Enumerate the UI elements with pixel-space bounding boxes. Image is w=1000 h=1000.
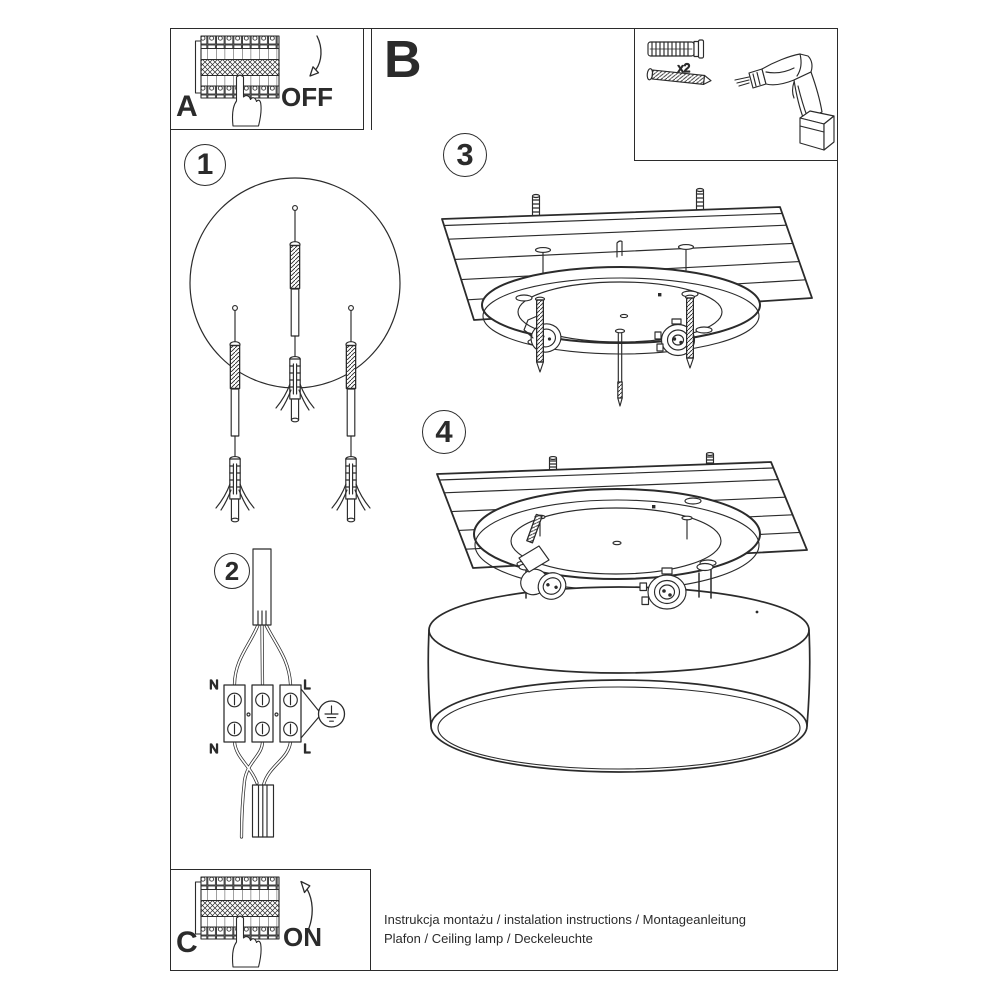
step-2-wiring-drawing: N L N L [209,548,346,839]
step-4-badge: 4 [422,410,466,454]
tools-icons: x2 [646,39,835,151]
socket-screw [526,513,543,544]
breaker-panel-off-icon [194,35,280,127]
lamp-base-canopy [481,266,761,355]
step-3-badge: 3 [443,133,487,177]
wiring-label-l-bottom: L [303,741,310,756]
footer-text: Instrukcja montażu / instalation instruc… [384,911,746,948]
panel-c-label: C [176,926,198,959]
panel-b-divider [371,28,372,130]
plug-count-label: x2 [678,61,691,75]
step-2-badge: 2 [214,553,250,589]
bulb-socket-right [639,567,687,610]
pointing-hand-icon [231,915,262,968]
wall-plug-icon [647,39,705,59]
lamp-base-canopy [473,488,761,591]
fixing-pins [534,240,695,274]
page-frame [170,28,838,971]
breaker-panel-on-icon [194,876,280,968]
step-1-drawing [189,177,401,523]
tools-box [634,28,838,161]
panel-a-box [170,28,364,130]
footer-line-1: Instrukcja montażu / instalation instruc… [384,912,747,927]
breaker-off-state: OFF [281,82,333,112]
step-4-drawing [427,452,811,773]
terminal-block [223,684,302,743]
pointing-hand-icon [231,74,262,127]
lamp-shade [427,586,811,773]
socket-bracket [518,545,550,573]
mounting-screws [534,294,696,407]
wiring-label-l-top: L [303,677,310,692]
panel-c-box [170,869,371,971]
step-3-drawing [441,187,813,407]
panel-a-label: A [176,90,198,123]
arrow-up-icon [300,880,313,929]
drill-icon [734,53,835,151]
wiring-label-n-top: N [209,677,218,692]
wiring-label-n-bottom: N [209,741,218,756]
arrow-down-icon [309,35,322,77]
screw-anchor-center [275,205,315,423]
screw-anchor-right [331,305,371,523]
screw-icon [646,68,712,85]
panel-b-label: B [384,31,422,89]
earth-symbol-icon [317,700,346,728]
footer-line-2: Plafon / Ceiling lamp / Deckeleuchte [384,930,593,946]
step-1-badge: 1 [184,144,226,186]
earth-pointer-lines [300,688,320,739]
bulb-socket-left [520,568,567,600]
screw-anchor-left [215,305,255,523]
breaker-on-state: ON [283,922,322,952]
